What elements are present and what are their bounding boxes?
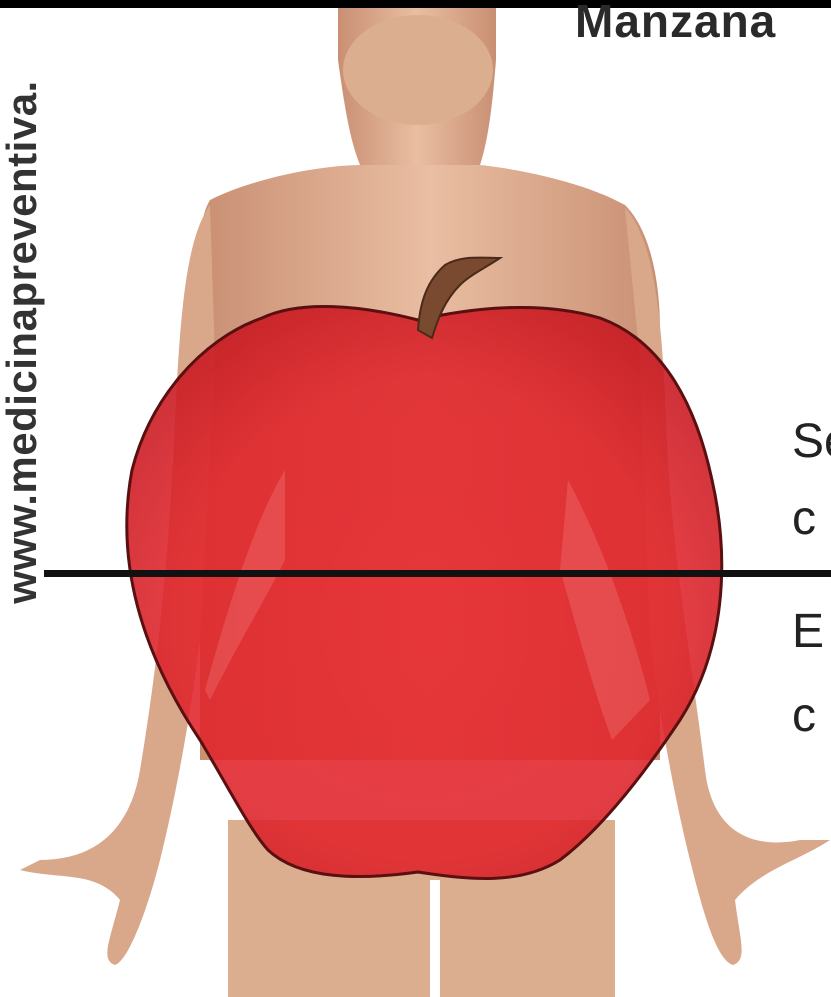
waist-divider-line (44, 570, 831, 577)
upper-label-line2: c (792, 495, 816, 543)
lower-label-line1: E (792, 608, 824, 656)
chin (343, 15, 493, 125)
watermark-url: www.medicinapreventiva. (0, 0, 46, 692)
lower-label-line2: c (792, 692, 816, 740)
upper-label-line1: Se (792, 418, 831, 466)
apple-overlay (127, 306, 722, 878)
title-label: Manzana (575, 0, 776, 48)
